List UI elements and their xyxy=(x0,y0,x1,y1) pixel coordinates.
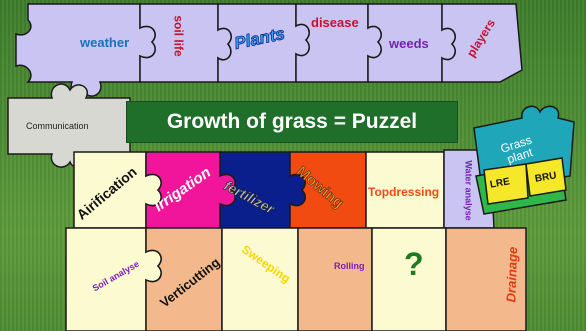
label-soil-life: soil life xyxy=(173,15,185,56)
label-weather: weather xyxy=(80,36,129,49)
label-unknown: ? xyxy=(404,248,424,280)
page-title: Growth of grass = Puzzel xyxy=(167,110,417,134)
label-disease: disease xyxy=(311,16,359,29)
piece-weather xyxy=(16,4,155,96)
label-weeds: weeds xyxy=(389,37,429,50)
label-communication: Communication xyxy=(26,122,89,131)
label-water-analyse: Water analyse xyxy=(464,160,473,220)
label-rolling: Rolling xyxy=(334,262,365,271)
title-box: Growth of grass = Puzzel xyxy=(126,101,458,143)
label-topdressing: Topdressing xyxy=(368,186,439,198)
piece-rolling xyxy=(298,228,372,331)
label-drainage: Drainage xyxy=(504,246,519,302)
